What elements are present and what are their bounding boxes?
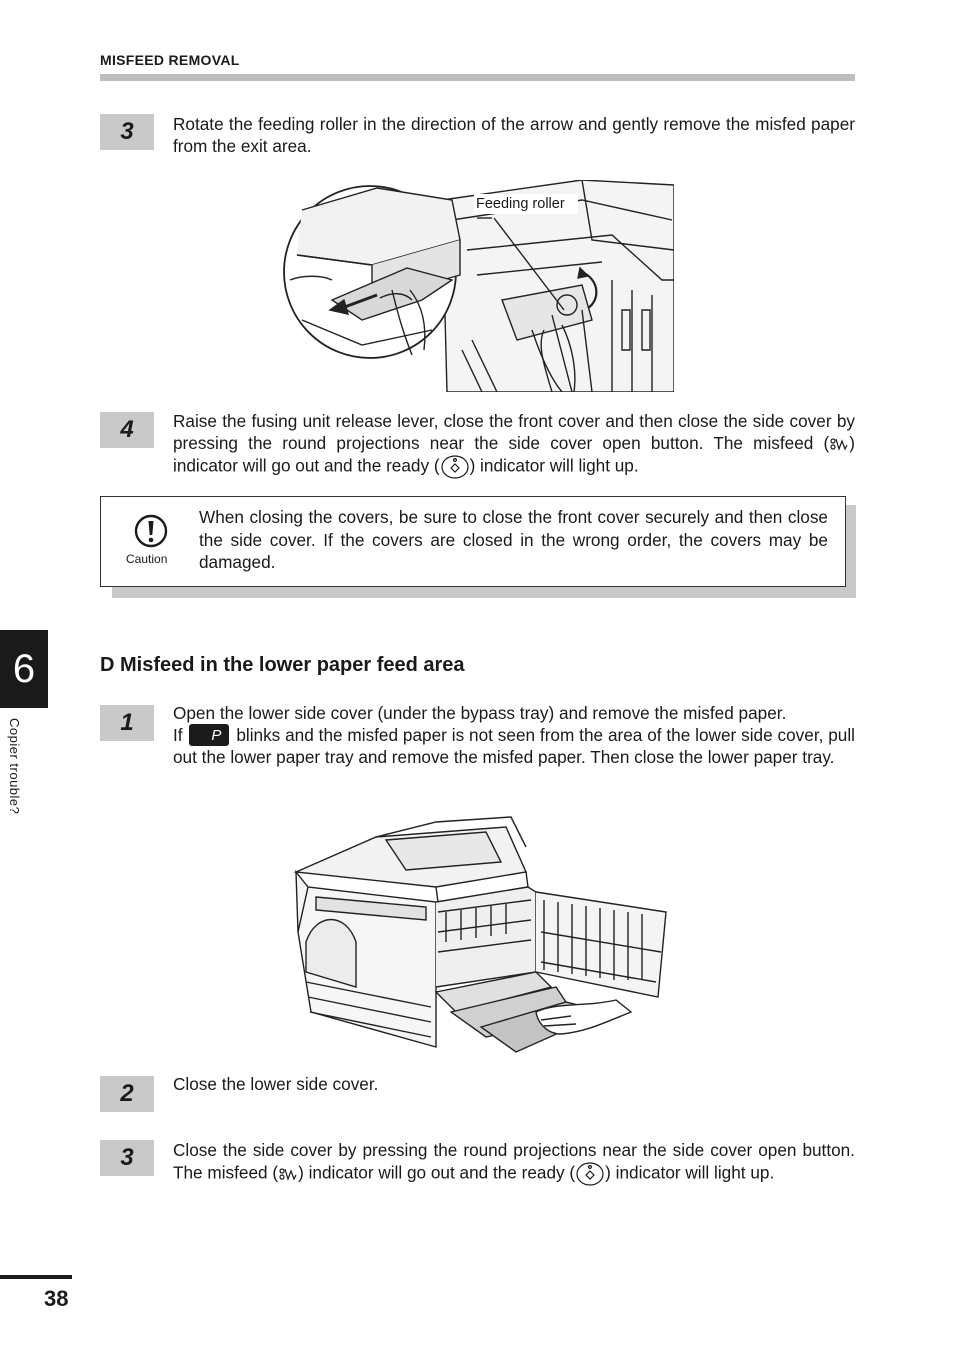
- step-1-text-rest: If P blinks and the misfed paper is not …: [173, 724, 855, 768]
- step-3-text: Rotate the feeding roller in the directi…: [173, 114, 855, 156]
- step-number-4: 4: [100, 412, 154, 448]
- caution-box: [100, 496, 846, 587]
- page-header-title: MISFEED REMOVAL: [100, 52, 240, 68]
- step-number-3-lower: 3: [100, 1140, 154, 1176]
- section-heading: D Misfeed in the lower paper feed area: [100, 654, 465, 676]
- step-3-lower-text-part-b: ) indicator will go out and the ready (: [298, 1162, 576, 1183]
- step-1-text-line1: Open the lower side cover (under the byp…: [173, 703, 787, 723]
- step-4-text-part-a: Raise the fusing unit release lever, clo…: [173, 411, 855, 453]
- ready-indicator-icon: [440, 455, 469, 479]
- lower-paper-tray-illustration: [293, 816, 667, 1053]
- step-3-lower-text: Close the side cover by pressing the rou…: [173, 1139, 855, 1187]
- step-number-3: 3: [100, 114, 154, 150]
- chapter-title: Copier trouble?: [7, 718, 22, 815]
- ready-indicator-icon: [576, 1162, 604, 1186]
- chapter-tab: 6: [0, 630, 48, 708]
- page-number: 38: [44, 1286, 69, 1311]
- p-indicator-glyph: P: [211, 727, 222, 744]
- step-1-text: Open the lower side cover (under the byp…: [173, 702, 855, 768]
- step-1-text-if: If: [173, 725, 183, 745]
- header-rule: [100, 74, 855, 81]
- step-4-text-part-b: ) indicator will go out and the ready (: [173, 433, 855, 476]
- caution-icon: [134, 514, 168, 548]
- step-1-text-body: blinks and the misfed paper is not seen …: [173, 725, 855, 767]
- step-number-1: 1: [100, 705, 154, 741]
- step-number-2: 2: [100, 1076, 154, 1112]
- step-4-text-part-c: ) indicator will light up.: [469, 455, 639, 476]
- feeding-roller-illustration: Feeding roller: [283, 180, 674, 392]
- feeding-roller-label: Feeding roller: [476, 196, 565, 212]
- step-4-text: Raise the fusing unit release lever, clo…: [173, 410, 855, 480]
- step-3-lower-text-part-a: Close the side cover by pressing the rou…: [173, 1140, 855, 1183]
- p-indicator-display: P: [189, 724, 230, 746]
- caution-label: Caution: [126, 552, 168, 566]
- misfeed-indicator-icon: [279, 1168, 297, 1181]
- misfeed-indicator-icon: [830, 438, 848, 452]
- footer-rule: [0, 1275, 72, 1279]
- caution-text: When closing the covers, be sure to clos…: [199, 507, 828, 572]
- step-2-text: Close the lower side cover.: [173, 1074, 379, 1094]
- step-3-lower-text-part-c: ) indicator will light up.: [605, 1162, 775, 1183]
